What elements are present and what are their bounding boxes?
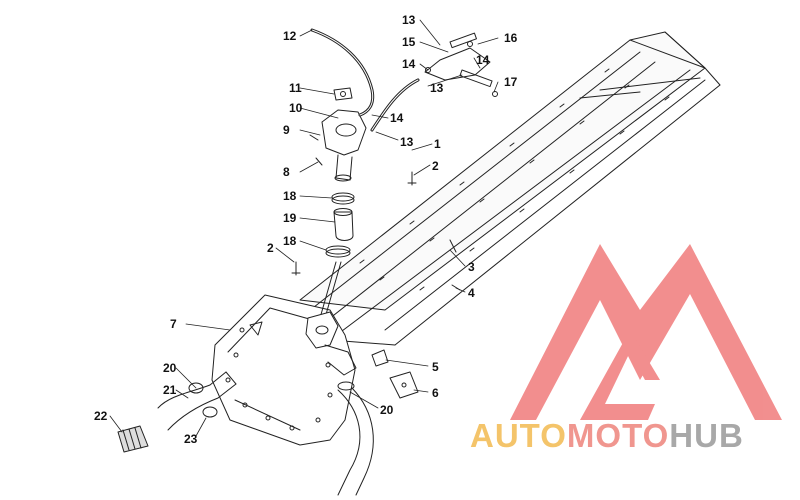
bellows-22 [117,425,149,453]
callout-label: 13 [400,135,414,149]
bleed-hose-12 [310,28,375,117]
watermark-moto: MOTO [566,417,670,454]
callout-label: 18 [283,189,297,203]
bolts [291,134,461,291]
callout-label: 21 [163,383,177,397]
callout-label: 5 [432,360,439,374]
callout-label: 14 [402,57,416,71]
watermark-logo [510,244,782,420]
watermark-auto: AUTO [470,417,567,454]
clamp-18-bottom [325,245,351,258]
bracket-6 [389,371,419,399]
callout-label: 13 [402,13,416,27]
clamp-20-left [188,382,204,394]
callout-label: 7 [170,317,177,331]
callout-label: 13 [430,81,444,95]
callout-label: 3 [468,260,475,274]
callout-label: 10 [289,101,303,115]
callout-label: 14 [390,111,404,125]
callout-label: 15 [402,35,416,49]
callout-label: 20 [380,403,394,417]
cap-part-8 [333,87,353,101]
fittings-top [424,32,498,97]
callout-label: 16 [504,31,518,45]
callout-label: 6 [432,386,439,400]
vertical-pipe [319,261,342,319]
watermark-hub: HUB [669,417,744,454]
callout-label: 17 [504,75,518,89]
callout-label: 1 [434,137,441,151]
callout-label: 2 [267,241,274,255]
watermark-text: AUTOMOTOHUB [470,418,744,454]
callout-label: 14 [476,53,490,67]
callout-label: 11 [289,81,302,95]
outlet-fitting [305,311,357,376]
callout-label: 4 [468,286,475,300]
hose-19 [333,208,354,241]
sensor-5 [371,349,389,367]
callout-label: 18 [283,234,297,248]
clamp-20-right [337,381,355,391]
clamp-23 [202,406,218,418]
callout-label: 9 [283,123,290,137]
callout-label: 12 [283,29,297,43]
callout-label: 23 [184,432,198,446]
rail-rivets [359,68,670,291]
callout-label: 20 [163,361,177,375]
tunnel-rails [299,31,721,346]
thermostat-housing [321,109,367,182]
clamp-18-top [331,192,355,205]
callout-label: 8 [283,165,290,179]
hose-14 [370,78,420,132]
callout-label: 22 [94,409,108,423]
hose-21 [157,371,237,431]
callout-label: 2 [432,159,439,173]
callout-label: 19 [283,211,297,225]
leader-lines [109,19,499,437]
